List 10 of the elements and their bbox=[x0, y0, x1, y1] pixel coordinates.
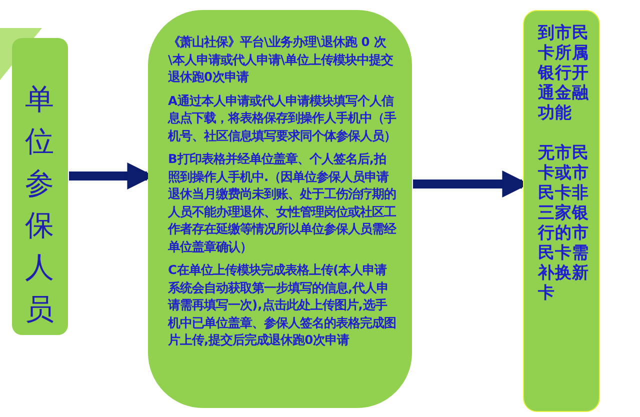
note-text: 无市民卡或市民卡非三家银行的市民卡需补换新卡 bbox=[538, 143, 590, 303]
rounded-box bbox=[523, 10, 600, 412]
header-text: 《萧山社保》平台\业务办理\退休跑 0 次\本人申请或代人申请\单位上传模块中提交退休跑0次申请 bbox=[168, 34, 394, 86]
note-text: 到市民卡所属银行开通金融功能 bbox=[538, 23, 590, 123]
person-label: 单位参保人员 bbox=[25, 81, 55, 328]
step-text: B打印表格并经单位盖章、个人签名后,拍照到操作人手机中.（因单位参保人员申请退休当月缴费尚未到账、处于工伤治疗期的人员不能办理退休、女性管理岗位或社区工作者存在延缴等情况所以单位参保人员需经单位盖章确认） bbox=[168, 151, 398, 256]
step-text: A通过本人申请或代人申请模块填写个人信息点下载，将表格保存到操作人手机中（手机号、社区信息填写要求同个体参保人员） bbox=[168, 92, 398, 144]
step-text: C在单位上传模块完成表格上传(本人申请系统会自动获取第一步填写的信息,代人申请需再填写一次),点击此处上传图片,选手机中已单位盖章、参保人签名的表格完成图片上传,提交后完成退休跑0次申请 bbox=[168, 262, 397, 349]
process-box bbox=[148, 10, 412, 408]
rounded-box bbox=[12, 38, 68, 335]
